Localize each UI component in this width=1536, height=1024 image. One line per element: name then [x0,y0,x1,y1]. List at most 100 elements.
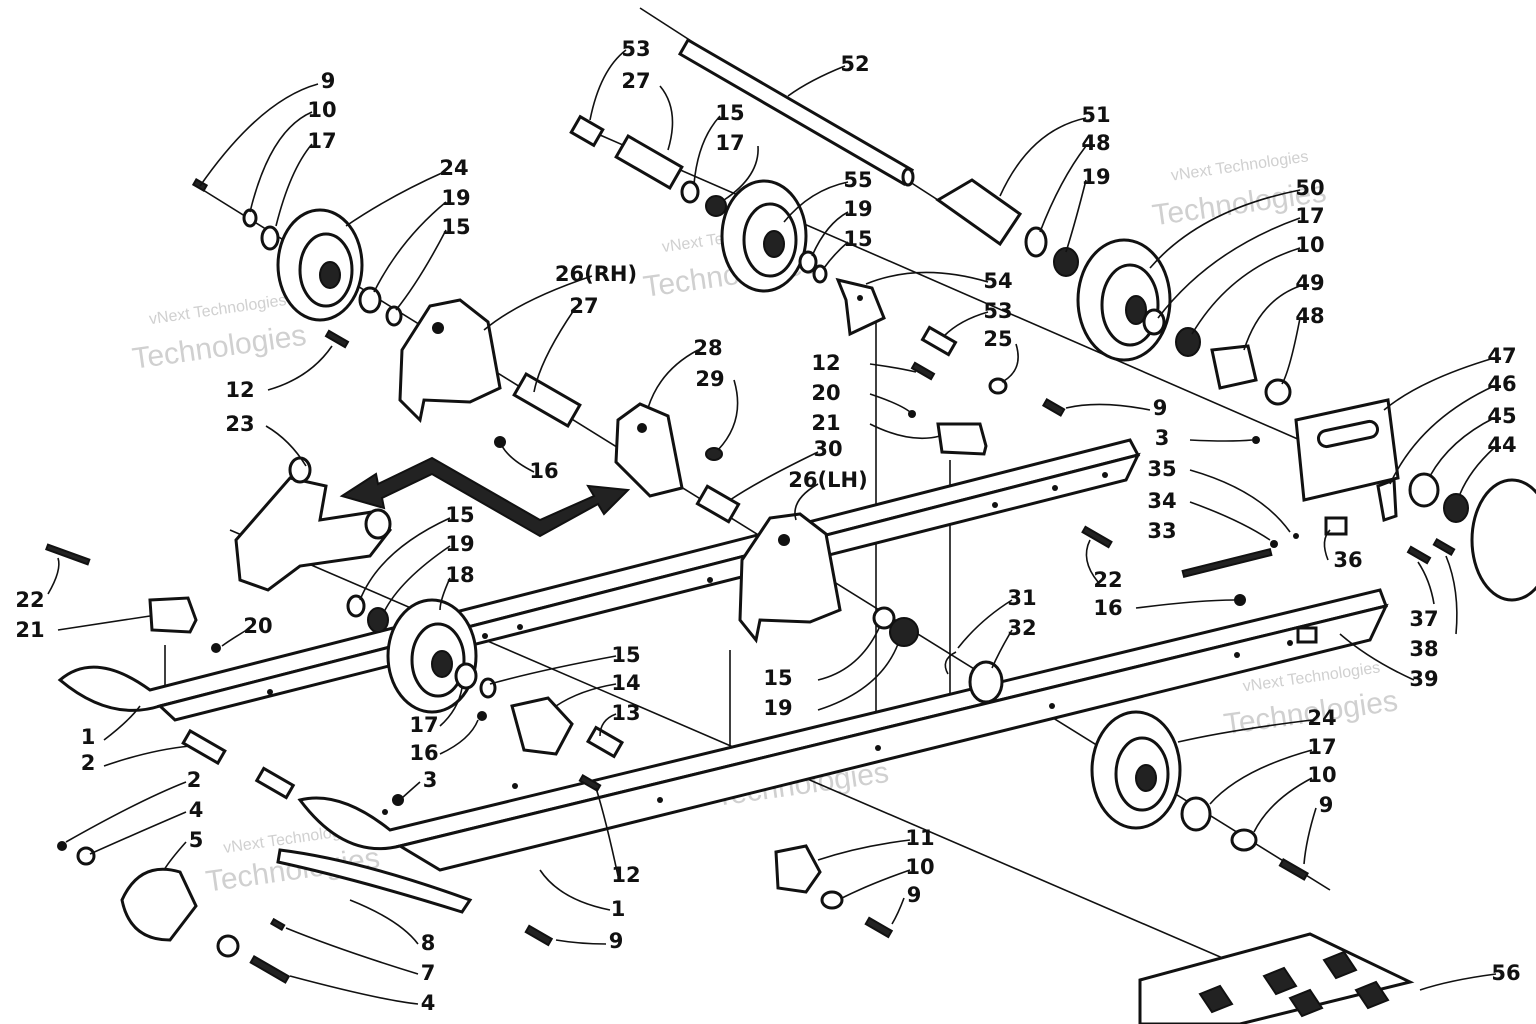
bolt-38 [1432,538,1456,556]
watermark-text: vNext Technologies [1170,148,1309,184]
leader-9-low2 [891,897,905,925]
callout-c-16-c: 16 [409,741,438,765]
callout-c-9-low: 9 [609,929,624,953]
axis-line-upper [599,134,1301,441]
bearing-17 [1180,796,1212,832]
callout-c-1-l: 1 [81,725,96,749]
callout-c-15-mid: 15 [843,227,872,251]
leader-20-l [221,627,251,647]
bracket-54 [835,277,1066,417]
leader-12-mid [869,363,917,373]
callout-c-12-mid: 12 [811,351,840,375]
leader-19-r [1065,179,1087,253]
bracket-26rh [398,298,502,424]
washer-48 [1264,378,1292,406]
leader-3-r [1189,439,1253,442]
adjuster-46 [1376,477,1398,522]
bearing-19 [1053,247,1079,277]
callout-c-29: 29 [695,367,724,391]
callout-c-50: 50 [1295,176,1324,200]
leader-31 [957,599,1013,649]
callout-c-49: 49 [1295,271,1324,295]
washer-25 [988,377,1008,395]
leader-10-low [841,869,911,899]
callout-c-19-r: 19 [1081,165,1110,189]
bolt-9 [864,916,894,939]
leader-2-ll [65,781,187,843]
leader-13 [599,713,617,737]
callout-c-17-mid: 17 [715,131,744,155]
callout-c-51: 51 [1081,103,1110,127]
callout-c-53-mid: 53 [983,299,1012,323]
spacer-2 [254,766,296,800]
leader-18 [439,577,451,611]
leader-19-mid [811,211,849,257]
leader-30 [729,451,819,501]
leader-22-r [1085,539,1099,583]
callout-c-9-rl: 9 [1319,793,1334,817]
leader-1-low [539,869,611,911]
nut-16 [477,711,487,721]
spacer-27 [512,372,582,428]
wheel-hub [431,650,453,678]
leader-10-rl [1253,777,1313,833]
rail-block [148,596,198,634]
leader-36 [1323,529,1331,561]
washer-15 [812,264,828,284]
leader-24-r [1177,719,1313,743]
leader-14 [555,683,617,707]
callout-c-26rh: 26(RH) [555,262,637,286]
leader-15-c [489,655,617,685]
callout-c-7: 7 [421,961,436,985]
leader-52 [787,65,846,97]
clip-31 [944,651,957,675]
leader-35 [1189,469,1291,533]
bracket-body [614,402,684,498]
adjuster-block-14 [510,696,625,792]
leader-27-top [659,85,674,151]
block-21-left [45,543,221,653]
callout-c-21-mid: 21 [811,411,840,435]
track-cleat [1322,950,1358,980]
washer [76,846,96,866]
callout-c-11: 11 [905,826,934,850]
leader-37 [1417,561,1435,605]
callout-c-9-top: 9 [321,69,336,93]
washer-15 [680,180,700,204]
bearing-44 [1443,493,1469,523]
leader-17-top [275,143,313,227]
callout-c-24-r: 24 [1307,706,1336,730]
bracket-hole [432,322,444,334]
callout-c-17-top: 17 [307,129,336,153]
washer-15 [479,677,497,699]
rail-hole [267,689,273,695]
bracket-body [835,277,886,337]
spacer-13 [585,725,625,759]
callout-c-48-top: 48 [1081,131,1110,155]
nut-3 [1252,436,1260,444]
leader-53-mid [943,311,989,337]
callout-c-38: 38 [1409,637,1438,661]
track-cleat [1288,988,1324,1018]
rail-hole [1052,485,1058,491]
bolt-9 [524,924,554,947]
leader-3-l [399,781,421,801]
washer-19 [798,250,818,274]
leader-34 [1189,501,1271,541]
callout-c-12-l: 12 [225,378,254,402]
callout-c-20-mid: 20 [811,381,840,405]
washer-10 [820,890,844,910]
callout-c-35: 35 [1147,457,1176,481]
washer-35 [1293,533,1299,539]
callout-c-18: 18 [445,563,474,587]
block-11 [774,844,894,939]
bolt-29 [705,447,723,461]
callout-c-44: 44 [1487,433,1516,457]
swing-arm-bracket-rh [324,298,582,448]
leader-21 [869,423,941,440]
leader-54 [865,271,989,285]
leader-2-l [103,745,191,767]
idler-wheel-top-left [191,178,403,327]
rail-hole [1049,703,1055,709]
callout-c-17-c: 17 [409,713,438,737]
